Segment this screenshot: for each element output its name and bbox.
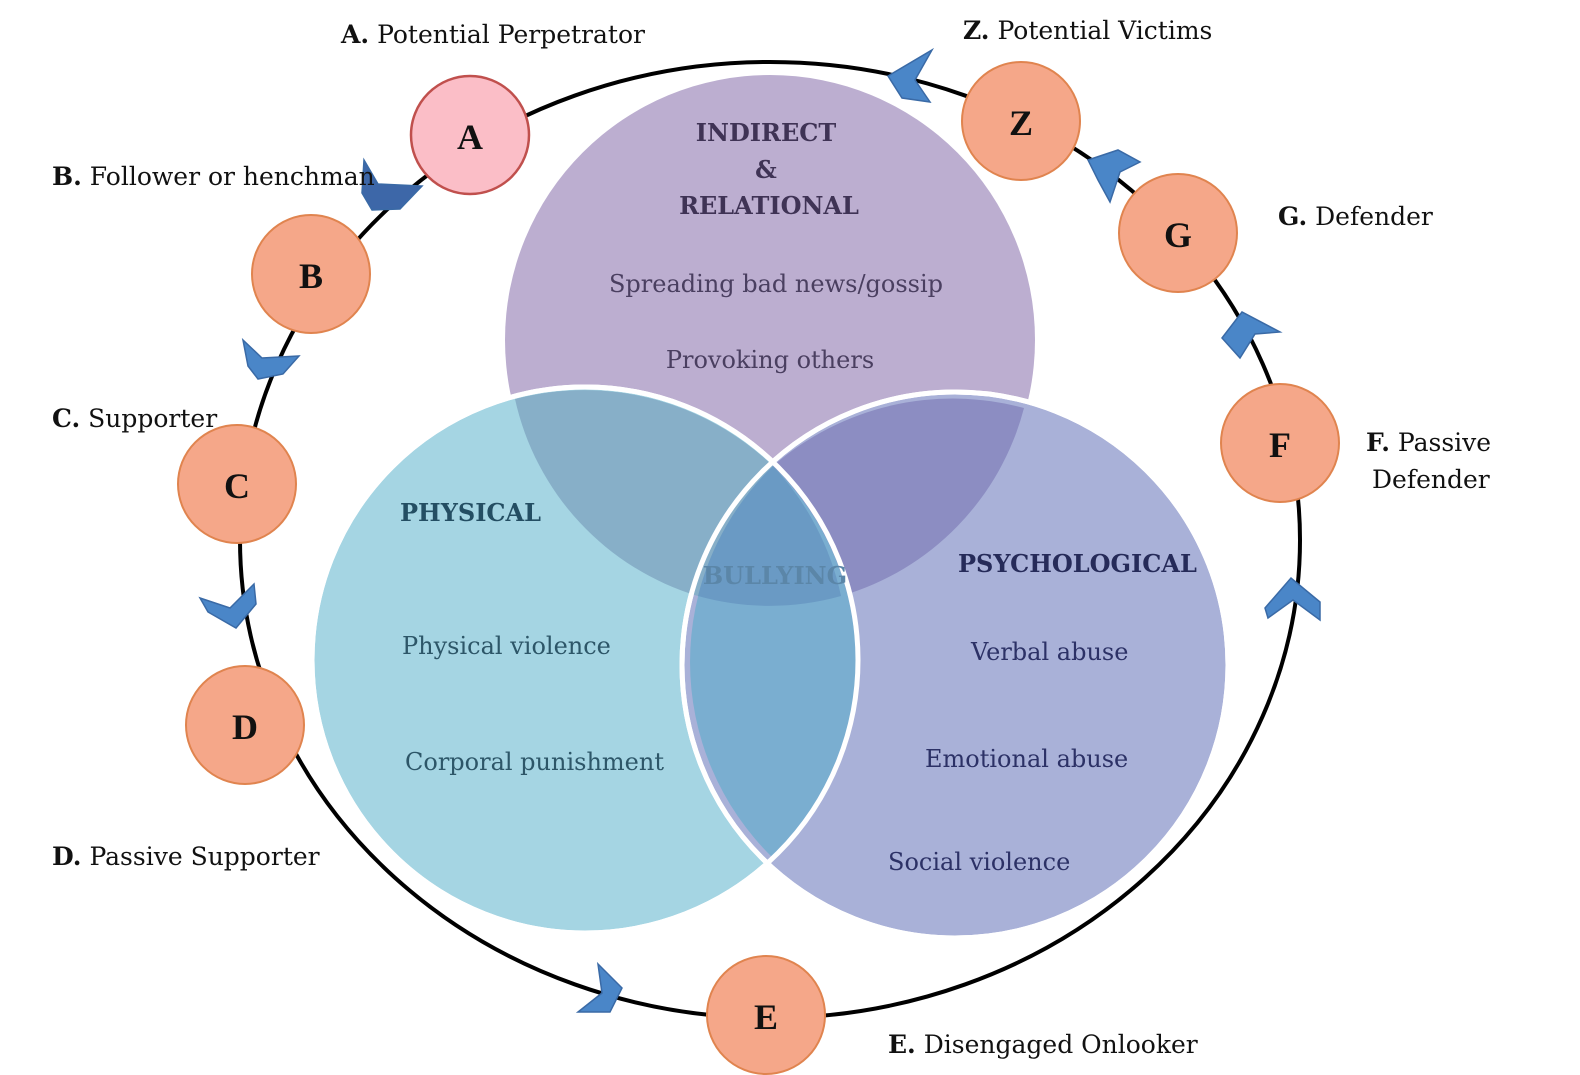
label-f-code: F. xyxy=(1366,428,1390,457)
label-g-code: G. xyxy=(1278,202,1307,231)
arrow-e-to-f xyxy=(1264,576,1321,622)
indirect-title-line3: RELATIONAL xyxy=(679,191,859,220)
label-b-name: Follower or henchman xyxy=(90,162,375,191)
label-z: Z. Potential Victims xyxy=(963,16,1212,45)
indirect-title-line2: & xyxy=(755,155,777,184)
node-d-letter: D xyxy=(232,707,258,747)
label-a-code: A. xyxy=(340,20,369,49)
overlap-all-three xyxy=(698,466,841,606)
node-g: G xyxy=(1118,173,1238,293)
node-f: F xyxy=(1220,383,1340,503)
label-b-code: B. xyxy=(52,162,82,191)
label-g-name: Defender xyxy=(1315,202,1433,231)
indirect-item-1: Spreading bad news/gossip xyxy=(609,270,943,298)
psychological-item-2: Emotional abuse xyxy=(925,745,1128,773)
arrow-z-to-a xyxy=(886,47,935,103)
indirect-title-line1: INDIRECT xyxy=(696,118,837,147)
role-labels: A. Potential Perpetrator B. Follower or … xyxy=(52,16,1491,1059)
node-a-letter: A xyxy=(457,117,483,157)
label-c-code: C. xyxy=(52,404,80,433)
arrow-g-to-z xyxy=(1086,149,1142,204)
label-b: B. Follower or henchman xyxy=(52,162,375,191)
ring-arrows xyxy=(198,47,1321,1013)
label-d-name: Passive Supporter xyxy=(89,842,319,871)
label-z-name: Potential Victims xyxy=(997,16,1212,45)
node-c: C xyxy=(177,424,297,544)
node-b: B xyxy=(251,214,371,334)
label-d: D. Passive Supporter xyxy=(52,842,320,871)
label-d-code: D. xyxy=(52,842,82,871)
label-c: C. Supporter xyxy=(52,404,217,433)
node-e: E xyxy=(706,955,826,1075)
physical-item-2: Corporal punishment xyxy=(405,748,664,776)
node-z: Z xyxy=(961,61,1081,181)
node-g-letter: G xyxy=(1164,215,1192,255)
psychological-item-3: Social violence xyxy=(888,848,1070,876)
center-label-bullying: BULLYING xyxy=(703,561,847,590)
indirect-item-2: Provoking others xyxy=(666,346,874,374)
label-f-name-line1: Passive xyxy=(1398,428,1491,457)
psychological-item-1: Verbal abuse xyxy=(970,638,1128,666)
label-c-name: Supporter xyxy=(88,404,217,433)
label-z-code: Z. xyxy=(963,16,990,45)
node-f-letter: F xyxy=(1269,425,1291,465)
psychological-title: PSYCHOLOGICAL xyxy=(958,549,1197,578)
role-nodes: A B C D E F G Z xyxy=(177,61,1340,1075)
venn-diagram: INDIRECT & RELATIONAL Spreading bad news… xyxy=(309,75,1231,941)
node-e-letter: E xyxy=(754,997,778,1037)
label-e: E. Disengaged Onlooker xyxy=(888,1030,1198,1059)
node-d: D xyxy=(185,665,305,785)
label-f-line2: Defender xyxy=(1372,465,1490,494)
label-a-name: Potential Perpetrator xyxy=(377,20,645,49)
physical-item-1: Physical violence xyxy=(402,632,611,660)
arrow-a-to-b xyxy=(361,157,424,211)
label-e-code: E. xyxy=(888,1030,916,1059)
label-e-name: Disengaged Onlooker xyxy=(924,1030,1198,1059)
arrow-f-to-g xyxy=(1221,311,1283,360)
label-g: G. Defender xyxy=(1278,202,1433,231)
physical-outline xyxy=(309,384,861,936)
node-a: A xyxy=(409,74,531,196)
node-z-letter: Z xyxy=(1009,103,1033,143)
arrow-d-to-e xyxy=(575,961,623,1013)
node-b-letter: B xyxy=(299,256,323,296)
label-a: A. Potential Perpetrator xyxy=(340,20,645,49)
node-c-letter: C xyxy=(224,466,250,506)
arrow-b-to-c xyxy=(241,337,301,380)
label-f-line1: F. Passive xyxy=(1366,428,1491,457)
psychological-outline xyxy=(679,389,1231,941)
arrow-c-to-d xyxy=(198,582,257,629)
physical-title: PHYSICAL xyxy=(400,498,541,527)
